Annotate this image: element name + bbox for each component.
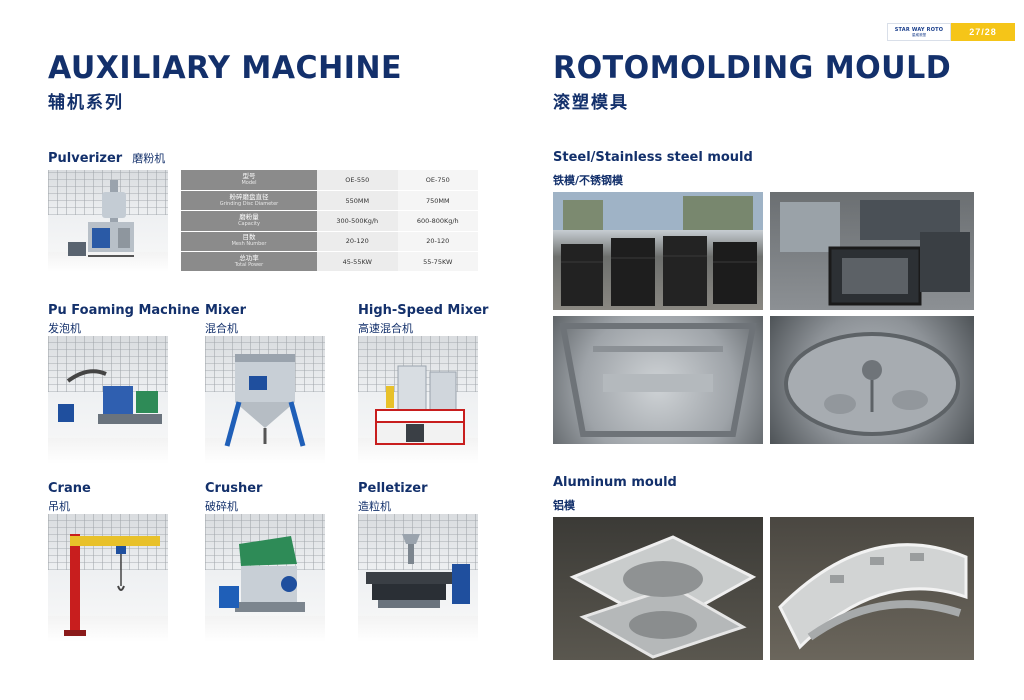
crusher-machine-graphic: [219, 536, 305, 612]
crusher-label-cn: 破碎机: [205, 500, 238, 513]
steel-mould-label-cn: 铁模/不锈钢模: [553, 174, 624, 187]
crane-photo: [48, 514, 168, 642]
table-cell: 300-500Kg/h: [317, 210, 398, 232]
crusher-label: Crusher: [205, 481, 263, 496]
row-label-en: Mesh Number: [231, 241, 267, 248]
mould-base-graphic: [784, 332, 960, 436]
table-header-en: Model: [241, 179, 257, 186]
pelletizer-label-cn: 造粒机: [358, 500, 391, 513]
row-label-cn: 粉碎磨盘直径: [229, 192, 269, 201]
aluminum-mould-label: Aluminum mould: [553, 475, 677, 490]
steel-mould-photo-2: [770, 192, 974, 310]
pulverizer-label: Pulverizer: [48, 151, 123, 166]
aluminum-mould-photo-2: [770, 517, 974, 660]
table-cell: 20-120: [397, 231, 478, 253]
brand-strip: STAR WAY ROTO 星威滚塑 27/28: [887, 23, 1015, 41]
row-label-en: Grinding Disc Diameter: [219, 200, 279, 207]
table-cell: OE-550: [317, 170, 398, 191]
row-label-cn: 目数: [242, 233, 256, 242]
mixer-machine-graphic: [224, 354, 306, 447]
aluminum-mould-photo-1: [553, 517, 763, 660]
crane-machine-graphic: [64, 534, 160, 636]
aluminum-mould-label-cn: 铝模: [553, 499, 575, 512]
table-cell: 600-800Kg/h: [397, 210, 478, 232]
steel-frame-moulds-graphic: [780, 200, 970, 306]
pu-foaming-photo: [48, 336, 168, 464]
pulverizer-machine-graphic: [68, 180, 134, 257]
crusher-photo: [205, 514, 325, 642]
brand-logo: STAR WAY ROTO 星威滚塑: [887, 23, 951, 41]
steel-mould-photo-4: [770, 316, 974, 444]
mixer-label-cn: 混合机: [205, 322, 238, 335]
steel-mould-photo-1: [553, 192, 763, 310]
crane-label: Crane: [48, 481, 91, 496]
pulverizer-photo: [48, 170, 168, 272]
table-cell: 550MM: [317, 190, 398, 212]
pelletizer-label: Pelletizer: [358, 481, 428, 496]
pu-foaming-label-cn: 发泡机: [48, 322, 81, 335]
mould-interior-graphic: [559, 323, 757, 437]
steel-mould-photo-3: [553, 316, 763, 444]
row-label-cn: 总功率: [239, 253, 259, 262]
right-title-cn: 滚塑模具: [553, 93, 629, 113]
brand-logo-text: STAR WAY ROTO: [894, 26, 944, 33]
table-cell: 750MM: [397, 190, 478, 212]
row-label-cn: 磨粉量: [239, 212, 259, 221]
mixer-label: Mixer: [205, 303, 247, 318]
pulverizer-label-cn: 磨粉机: [132, 152, 166, 165]
pelletizer-photo: [358, 514, 478, 642]
left-title: AUXILIARY MACHINE: [48, 50, 403, 86]
aluminum-curved-mould-graphic: [778, 543, 968, 650]
high-speed-mixer-label: High-Speed Mixer: [358, 303, 489, 318]
pu-foaming-label: Pu Foaming Machine: [48, 303, 200, 318]
brand-logo-sub: 星威滚塑: [912, 32, 926, 37]
aluminum-frames-graphic: [569, 535, 757, 659]
table-cell: 45-55KW: [317, 251, 398, 273]
high-speed-mixer-label-cn: 高速混合机: [358, 322, 413, 335]
table-header-cn: 型号: [242, 171, 256, 180]
high-speed-mixer-photo: [358, 336, 478, 464]
table-cell: 55-75KW: [397, 251, 478, 273]
black-tank-moulds-graphic: [553, 192, 763, 306]
pulverizer-heading: Pulverizer 磨粉机: [48, 150, 165, 166]
row-label-en: Capacity: [238, 220, 260, 227]
row-label-en: Total Power: [234, 261, 264, 268]
steel-mould-label: Steel/Stainless steel mould: [553, 150, 753, 165]
left-title-cn: 辅机系列: [48, 93, 124, 113]
table-cell: 20-120: [317, 231, 398, 253]
table-cell: OE-750: [397, 170, 478, 191]
mixer-photo: [205, 336, 325, 464]
high-speed-mixer-machine-graphic: [375, 365, 465, 445]
pu-foaming-machine-graphic: [58, 369, 162, 424]
page-number: 27/28: [951, 23, 1015, 41]
right-title: ROTOMOLDING MOULD: [553, 50, 952, 86]
crane-label-cn: 吊机: [48, 500, 70, 513]
pelletizer-machine-graphic: [366, 534, 470, 608]
